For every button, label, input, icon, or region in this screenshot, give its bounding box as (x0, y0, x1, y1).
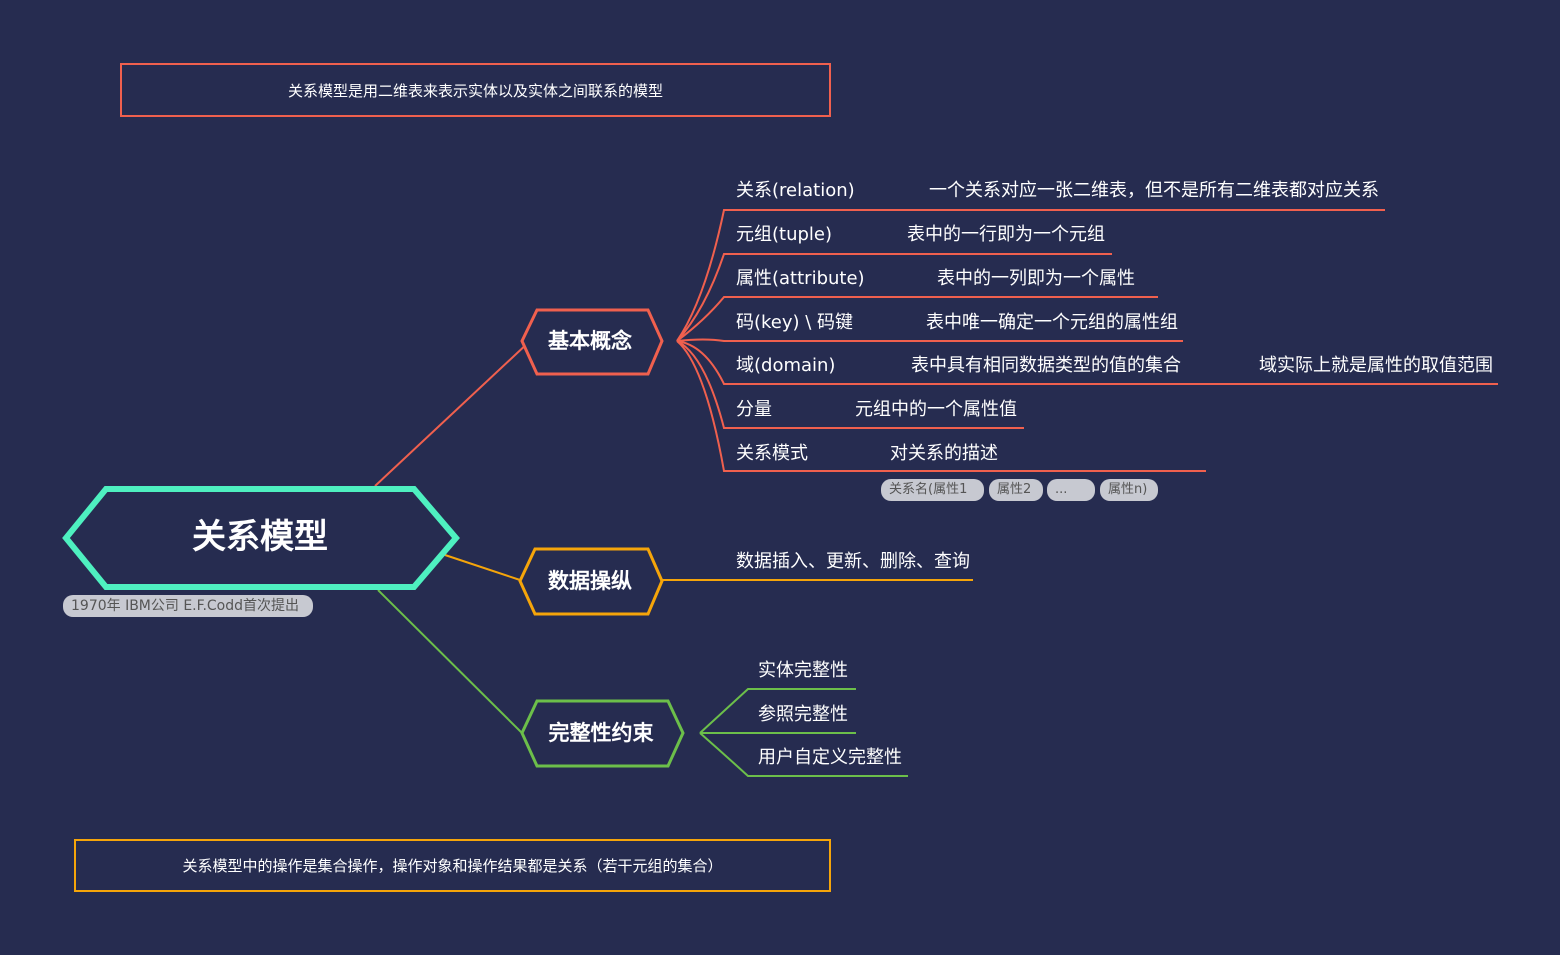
bottom-note[interactable]: 关系模型中的操作是集合操作，操作对象和操作结果都是关系（若干元组的集合） (74, 839, 831, 892)
basic-term-5: 域(domain) (736, 355, 836, 376)
basic-desc-1: 一个关系对应一张二维表，但不是所有二维表都对应关系 (929, 180, 1379, 201)
schema-tag-3: ... (1047, 479, 1095, 501)
connector-root-integrity (377, 589, 523, 734)
basic-term-2: 元组(tuple) (736, 224, 833, 245)
top-note-text: 关系模型是用二维表来表示实体以及实体之间联系的模型 (287, 81, 663, 100)
schema-tag-2: 属性2 (989, 479, 1043, 501)
integrity-item-2: 参照完整性 (758, 704, 848, 725)
top-note[interactable]: 关系模型是用二维表来表示实体以及实体之间联系的模型 (120, 63, 831, 117)
basic-desc-5: 表中具有相同数据类型的值的集合 (911, 355, 1181, 376)
basic-desc-2: 表中的一行即为一个元组 (907, 224, 1105, 245)
basic-desc-6: 元组中的一个属性值 (855, 399, 1017, 420)
basic-term-7: 关系模式 (736, 443, 808, 464)
connector-root-basic (374, 340, 531, 487)
basic-title: 基本概念 (548, 329, 632, 353)
connector-root-ops (444, 554, 521, 581)
basic-desc-4: 表中唯一确定一个元组的属性组 (926, 312, 1178, 333)
basic-hexagon[interactable] (520, 308, 664, 376)
basic-desc-7: 对关系的描述 (890, 443, 998, 464)
basic-extra-5: 域实际上就是属性的取值范围 (1259, 355, 1493, 376)
basic-desc-3: 表中的一列即为一个属性 (937, 268, 1135, 289)
basic-term-6: 分量 (736, 399, 772, 420)
basic-term-1: 关系(relation) (736, 180, 855, 201)
schema-tag-4: 属性n) (1100, 479, 1158, 501)
root-hexagon[interactable] (62, 486, 460, 590)
basic-term-4: 码(key) \ 码键 (736, 312, 854, 333)
root-title: 关系模型 (192, 517, 328, 557)
basic-term-3: 属性(attribute) (736, 268, 865, 289)
schema-tag-1: 关系名(属性1 (881, 479, 984, 501)
integrity-item-1: 实体完整性 (758, 660, 848, 681)
integrity-hexagon[interactable] (520, 699, 685, 768)
integrity-item-3: 用户自定义完整性 (758, 747, 902, 768)
ops-item-1: 数据插入、更新、删除、查询 (736, 551, 970, 572)
ops-hexagon[interactable] (518, 547, 664, 616)
basic-connectors (676, 209, 1498, 472)
ops-title: 数据操纵 (548, 569, 632, 593)
bottom-note-text: 关系模型中的操作是集合操作，操作对象和操作结果都是关系（若干元组的集合） (182, 857, 723, 875)
integrity-connectors (699, 688, 908, 777)
integrity-title: 完整性约束 (548, 721, 654, 745)
root-tag: 1970年 IBM公司 E.F.Codd首次提出 (63, 595, 313, 617)
